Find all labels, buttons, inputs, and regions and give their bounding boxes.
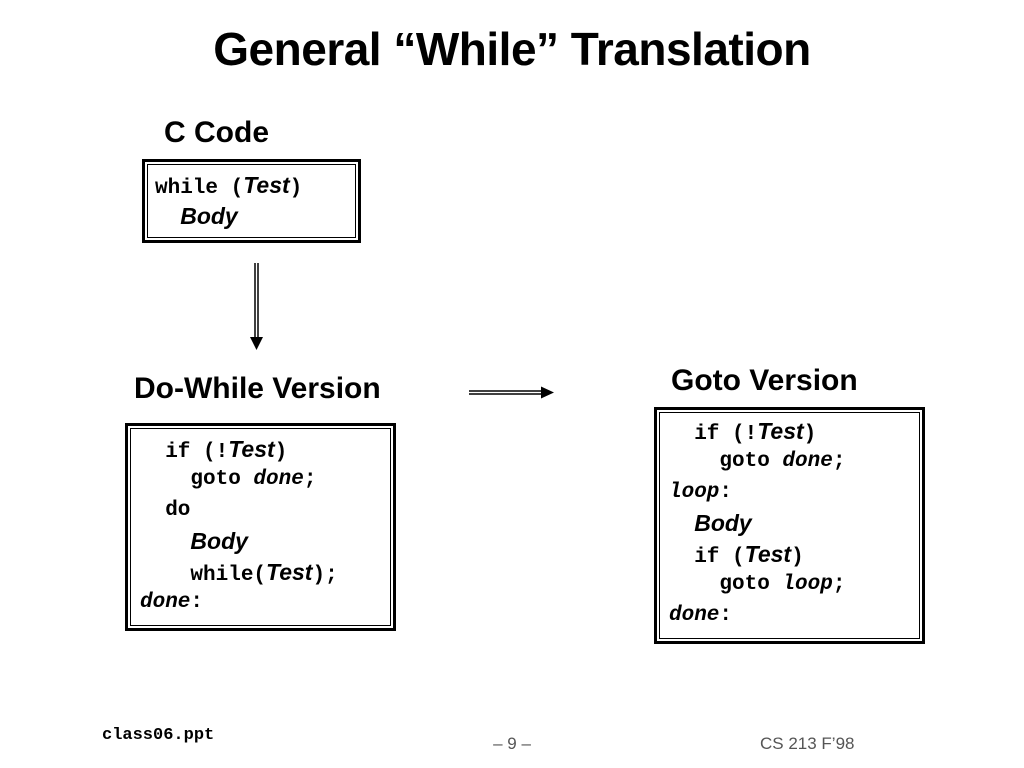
code-line: while (Test): [155, 170, 302, 201]
goto-version-box-inner-border: [659, 412, 920, 639]
code-line: while(Test);: [140, 557, 338, 588]
code-line: done:: [669, 601, 845, 632]
code-token: ): [791, 546, 804, 570]
code-token: while (: [155, 177, 244, 200]
code-token: :: [190, 590, 204, 614]
code-token: Body: [180, 202, 238, 229]
c-code-box: while (Test) Body: [142, 159, 361, 243]
code-token: while(: [140, 564, 267, 588]
right-arrow-icon: [469, 386, 554, 399]
code-token: ): [803, 423, 817, 446]
code-line: goto done;: [140, 465, 338, 496]
code-line: goto loop;: [669, 570, 845, 601]
code-token: ): [289, 177, 303, 200]
code-line: loop:: [669, 478, 845, 509]
code-line: Body: [140, 526, 338, 557]
code-line: if (!Test): [669, 416, 845, 447]
code-token: goto: [140, 467, 254, 491]
code-token: ;: [832, 572, 846, 596]
goto-version-heading: Goto Version: [671, 364, 858, 397]
do-while-listing: if (!Test) goto done; do Body while(Test…: [140, 434, 338, 619]
footer-page-number: – 9 –: [493, 734, 531, 753]
goto-version-listing: if (!Test) goto done;loop: Body if (Test…: [669, 416, 845, 632]
code-line: if (Test): [669, 539, 845, 570]
code-line: do: [140, 496, 338, 527]
c-code-box-inner-border: [147, 164, 356, 238]
code-token: ;: [832, 449, 846, 473]
code-token: if (!: [669, 423, 758, 446]
code-token: loop: [669, 480, 720, 504]
code-token: loop: [782, 572, 833, 596]
code-line: Body: [669, 508, 845, 539]
code-token: ;: [303, 467, 317, 491]
code-token: goto: [669, 572, 783, 596]
code-line: done:: [140, 588, 338, 619]
goto-version-box: if (!Test) goto done;loop: Body if (Test…: [654, 407, 925, 644]
code-token: Test: [266, 559, 313, 586]
code-token: done: [669, 603, 720, 627]
footer-course: CS 213 F’98: [760, 734, 855, 753]
code-line: if (!Test): [140, 434, 338, 465]
code-token: Test: [744, 541, 792, 568]
code-token: [140, 533, 190, 556]
code-token: Body: [694, 510, 752, 537]
c-code-listing: while (Test) Body: [155, 170, 302, 232]
code-token: do: [140, 498, 191, 522]
code-line: Body: [155, 201, 302, 232]
code-line: goto done;: [669, 447, 845, 478]
code-token: :: [719, 480, 733, 504]
do-while-heading: Do-While Version: [134, 372, 381, 405]
code-token: done: [253, 467, 304, 491]
code-token: ): [274, 441, 288, 464]
code-token: if (!: [140, 441, 229, 464]
code-token: [155, 208, 180, 231]
code-token: if (: [669, 546, 745, 570]
slide-title: General “While” Translation: [213, 23, 811, 75]
code-token: Test: [228, 436, 275, 462]
code-token: );: [312, 564, 338, 588]
code-token: goto: [669, 449, 783, 473]
code-token: [669, 515, 694, 538]
code-token: Test: [243, 172, 290, 198]
code-token: Test: [757, 418, 804, 444]
do-while-box: if (!Test) goto done; do Body while(Test…: [125, 423, 396, 631]
code-token: done: [140, 590, 191, 614]
footer-filename: class06.ppt: [102, 726, 215, 745]
do-while-box-inner-border: [130, 428, 391, 626]
code-token: done: [782, 449, 833, 473]
code-token: :: [719, 603, 733, 627]
code-token: Body: [190, 528, 248, 555]
c-code-heading: C Code: [164, 116, 269, 149]
down-arrow-icon: [250, 263, 263, 350]
